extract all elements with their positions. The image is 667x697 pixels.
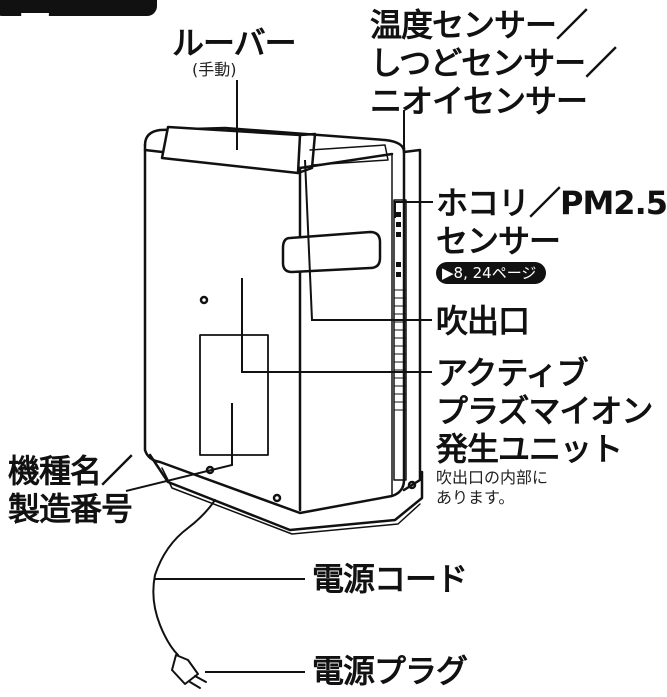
plasma-unit-label-1: アクティブ xyxy=(436,354,588,392)
odor-sensor-label: ニオイセンサー xyxy=(370,82,588,120)
leader-plasma xyxy=(241,278,432,373)
humidity-sensor-label: しつどセンサー／ xyxy=(370,44,617,82)
plasma-unit-label-2: プラズマイオン xyxy=(436,392,653,430)
louver-note: (手動) xyxy=(192,60,237,79)
model-label-1: 機種名／ xyxy=(8,452,133,490)
leader-outlet xyxy=(304,159,432,321)
header-title: 背面 xyxy=(20,0,157,16)
power-plug xyxy=(171,654,199,685)
page-ref-badge: ▶8, 24ページ xyxy=(436,262,547,284)
body-outline xyxy=(143,143,406,515)
handle xyxy=(281,230,382,274)
rear-label-plate xyxy=(199,334,269,456)
grille-lines xyxy=(394,289,406,411)
plasma-note-2: あります。 xyxy=(436,488,515,507)
dust-sensor-label: ホコリ／PM2.5 xyxy=(436,184,667,222)
power-cord-label: 電源コード xyxy=(312,560,468,598)
top-rim xyxy=(143,126,406,154)
side-grille xyxy=(393,199,407,481)
outlet-label: 吹出口 xyxy=(436,302,530,340)
base-plate xyxy=(148,453,424,532)
power-plug-label: 電源プラグ xyxy=(312,652,468,690)
louver xyxy=(160,125,302,175)
leader-model xyxy=(125,403,233,492)
model-label-2: 製造番号 xyxy=(8,490,133,528)
louver-label: ルーバー xyxy=(172,24,297,62)
dust-sensor-label-2: センサー xyxy=(436,222,561,260)
power-cord xyxy=(152,499,216,656)
header-tab: 背面 xyxy=(0,0,157,16)
leader-lines xyxy=(125,80,433,673)
plasma-unit-label-3: 発生ユニット xyxy=(436,430,623,468)
temp-sensor-label: 温度センサー／ xyxy=(370,6,588,44)
leader-dust-sensor xyxy=(394,201,433,218)
sensor-dots xyxy=(396,212,401,277)
plasma-note-1: 吹出口の内部に xyxy=(436,468,549,487)
